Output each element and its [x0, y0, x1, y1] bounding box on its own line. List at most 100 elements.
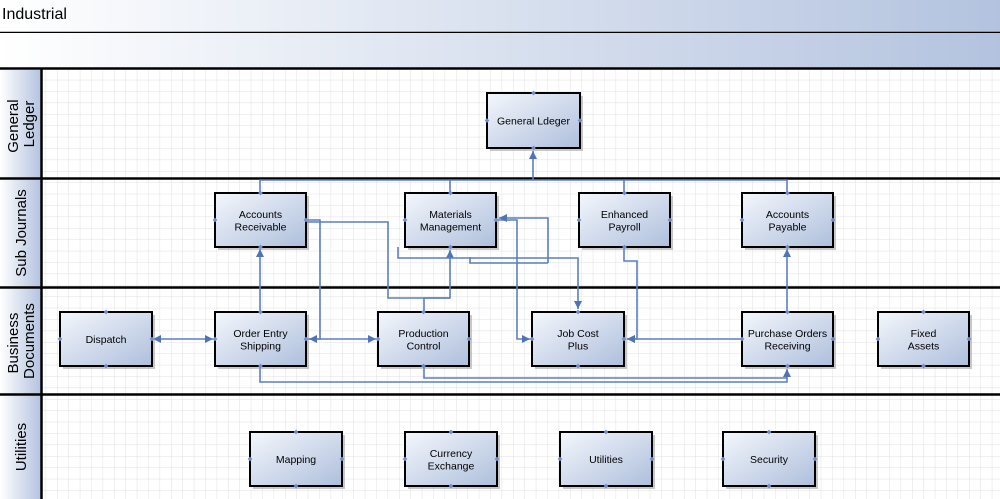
node-security[interactable]: Security: [720, 429, 818, 489]
connection-point: [402, 456, 408, 462]
arrowhead: [309, 335, 317, 343]
connection-point: [448, 483, 454, 489]
connection-point: [830, 336, 836, 342]
node-box: [214, 192, 307, 248]
connection-point: [448, 190, 453, 196]
connector-layer: [153, 151, 791, 383]
connection-point: [421, 309, 426, 315]
node-utilities[interactable]: Utilities: [557, 429, 655, 489]
connection-point: [921, 309, 926, 315]
connector-po-to-ap: [783, 249, 791, 312]
lane-label-sub-journals: Sub Journals: [13, 189, 30, 277]
connection-point: [812, 456, 818, 462]
connection-point: [649, 456, 655, 462]
connector-po-to-jc: [627, 335, 742, 343]
node-box: [249, 431, 343, 487]
connection-point: [448, 244, 453, 250]
node-box: [404, 431, 498, 487]
arrowhead: [499, 214, 507, 222]
connection-point: [875, 336, 881, 342]
subheader-bar: [0, 33, 1000, 68]
connection-point: [484, 118, 490, 123]
connection-point: [303, 336, 309, 342]
connection-point: [258, 244, 263, 250]
arrowhead: [783, 249, 791, 257]
arrowhead: [256, 249, 264, 257]
connector-pc-to-po: [423, 366, 787, 379]
lane-label-general-ledger: General Ledger: [5, 95, 38, 153]
connection-point: [448, 429, 454, 435]
connection-point: [493, 217, 499, 223]
arrowhead: [205, 335, 213, 343]
connection-point: [966, 336, 972, 342]
connection-point: [466, 336, 472, 342]
connection-point: [402, 217, 408, 223]
arrowhead: [783, 369, 791, 377]
connector-jc-to-mm: [499, 214, 549, 263]
connector-ar-to-oe: [306, 219, 321, 343]
connection-point: [421, 363, 426, 369]
connection-point: [375, 336, 381, 342]
connection-point: [494, 456, 500, 462]
connector-pc-to-jc-mid: [469, 257, 548, 264]
lane-label-column: [0, 70, 41, 499]
lane-label-business-documents: Business Documents: [5, 303, 38, 379]
connection-point: [258, 190, 263, 196]
connection-point: [720, 456, 726, 462]
title-bar: [0, 0, 1000, 32]
connection-point: [785, 309, 790, 315]
connection-point: [575, 309, 581, 315]
node-label: Security: [750, 454, 789, 466]
arrowhead: [446, 250, 454, 258]
connection-point: [603, 483, 609, 489]
lane-label-utilities: Utilities: [13, 423, 30, 471]
connection-point: [603, 429, 609, 435]
connection-point: [739, 336, 745, 342]
connection-point: [766, 483, 772, 489]
node-label: Dispatch: [86, 334, 127, 346]
node-dispatch[interactable]: Dispatch: [57, 309, 155, 369]
arrowhead: [153, 335, 161, 343]
arrowhead: [522, 335, 530, 343]
connector-dispatch-oe: [153, 335, 213, 343]
arrowhead: [574, 301, 582, 309]
connector-mm-to-jc-top: [397, 247, 582, 309]
connection-point: [258, 309, 263, 315]
node-label: General Ldeger: [497, 116, 570, 128]
node-general-ledger[interactable]: General Ldeger: [484, 90, 583, 151]
connection-point: [529, 336, 535, 342]
arrowhead: [368, 335, 376, 343]
connector-oe-to-ar: [256, 249, 264, 312]
connection-point: [575, 363, 581, 369]
connection-point: [293, 429, 299, 435]
node-box: [877, 311, 970, 367]
node-mapping[interactable]: Mapping: [247, 429, 345, 489]
connector-ar-to-gl: [259, 151, 537, 193]
connector-ap-to-gl: [533, 179, 788, 193]
connection-point: [258, 363, 263, 369]
connector-oe-to-mm: [306, 221, 450, 299]
connection-point: [293, 483, 299, 489]
arrowhead: [529, 151, 537, 159]
